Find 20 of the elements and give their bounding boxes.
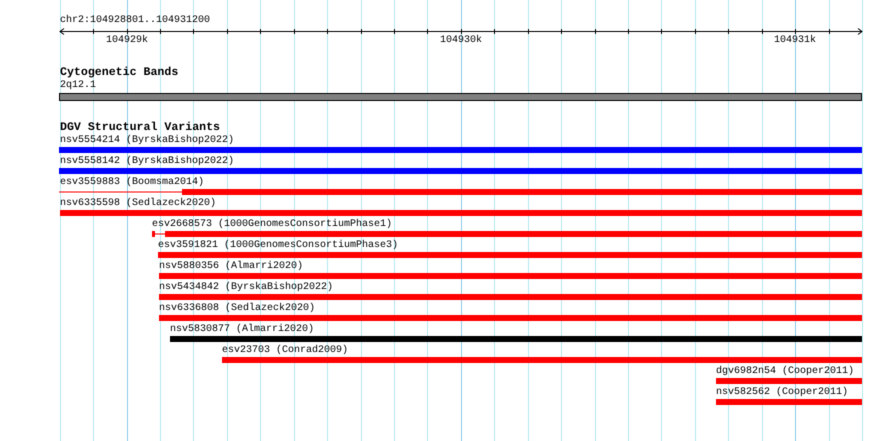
variant-label: nsv5830877 (Almarri2020) (170, 324, 314, 335)
variant-label: nsv5558142 (ByrskaBishop2022) (60, 156, 234, 167)
variant-label: esv3591821 (1000GenomesConsortiumPhase3) (158, 240, 398, 251)
variant-label: esv2668573 (1000GenomesConsortiumPhase1) (152, 219, 392, 230)
variant-label: nsv5554214 (ByrskaBishop2022) (60, 135, 234, 146)
variant-label: nsv5880356 (Almarri2020) (159, 261, 304, 272)
variant-label: esv23703 (Conrad2009) (222, 345, 348, 356)
scale-tick-label: 104929k (106, 35, 148, 46)
band-label: 2q12.1 (60, 80, 96, 91)
track-title: Cytogenetic Bands (60, 66, 178, 79)
variant-label: esv3559883 (Boomsma2014) (60, 177, 204, 188)
scale-tick-label: 104931k (774, 35, 816, 46)
variant-label: nsv582562 (Cooper2011) (716, 387, 848, 398)
track-title: DGV Structural Variants (60, 121, 220, 134)
variant-label: nsv5434842 (ByrskaBishop2022) (159, 282, 334, 293)
scale-tick-label: 104930k (440, 35, 482, 46)
region-coordinates: chr2:104928801..104931200 (60, 15, 210, 26)
variant-label: dgv6982n54 (Cooper2011) (716, 366, 854, 377)
variant-label: nsv6335598 (Sedlazeck2020) (60, 198, 216, 209)
variant-label: nsv6336808 (Sedlazeck2020) (159, 303, 316, 314)
